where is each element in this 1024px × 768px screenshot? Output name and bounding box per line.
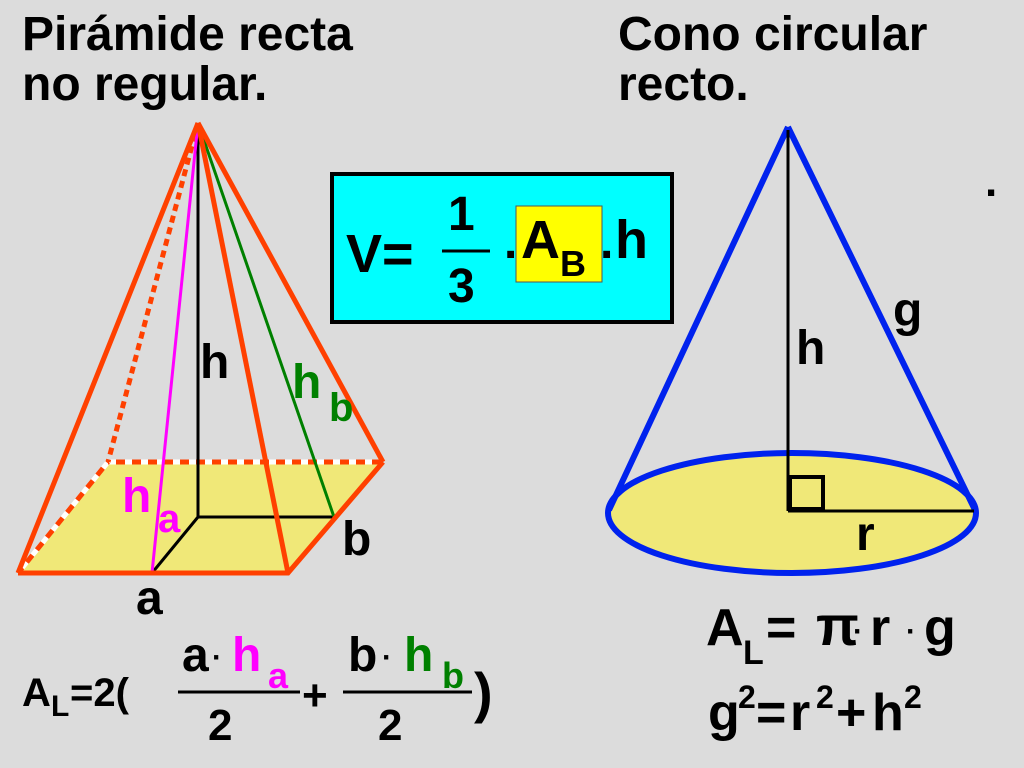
volume-lhs: V= <box>346 224 414 284</box>
pyramid-label-hb-sub: b <box>329 386 353 430</box>
cone-title-line1: Cono circular <box>618 8 928 61</box>
cone-formulas: A L = π · r · g g 2 = r 2 + h 2 <box>706 594 956 742</box>
fraction1-den: 2 <box>208 701 232 750</box>
fraction2-den: 2 <box>378 701 402 750</box>
volume-formula: V= 1 3 . A B . h <box>346 188 648 313</box>
cone-area-lhs: A <box>706 599 744 657</box>
volume-h: h <box>615 210 648 270</box>
cone-figure: h g r . <box>605 125 997 576</box>
fraction1-num-a: a <box>182 629 209 682</box>
cone-label-r: r <box>856 508 875 561</box>
fraction2-num-h: h <box>404 629 433 682</box>
cone-area-r: r <box>870 599 890 657</box>
pyramid-edge-front-right <box>195 122 291 574</box>
volume-dot1: . <box>504 216 517 269</box>
volume-formula-box: V= 1 3 . A B . h <box>330 172 674 324</box>
volume-dot2: . <box>600 216 613 269</box>
pyth-r-exp: 2 <box>816 679 834 715</box>
base-area-highlight <box>515 205 603 283</box>
pyramid-label-ha: h <box>122 470 151 523</box>
pyramid-apothem-b <box>196 122 336 518</box>
cone-area-sub: L <box>743 634 764 672</box>
fraction1-dot: · <box>212 641 222 674</box>
volume-area: A <box>521 210 560 270</box>
pyramid-edge-back-right <box>195 121 386 464</box>
pyth-eq: = <box>756 684 786 742</box>
pyramid-label-b: b <box>342 513 371 566</box>
pyramid-hidden-lateral-edge <box>105 122 201 463</box>
fraction2-dot: · <box>382 641 392 674</box>
fraction1-num-sub: a <box>268 655 289 696</box>
cone-label-dot: . <box>985 157 997 206</box>
pyth-h: h <box>872 684 904 742</box>
cone-title: Cono circular recto. <box>618 10 927 110</box>
volume-denominator: 3 <box>448 260 475 313</box>
pyramid-title-line1: Pirámide recta <box>22 8 353 61</box>
pyramid-label-ha-sub: a <box>158 497 181 541</box>
formula-plus: + <box>302 671 328 720</box>
formula-close-paren: ) <box>474 661 493 724</box>
volume-area-sub: B <box>560 243 586 284</box>
pyth-g-exp: 2 <box>738 679 756 715</box>
cone-area-g: g <box>924 599 956 657</box>
pyramid-area-formula: A L =2( a · h a 2 + b · h b 2 ) <box>22 629 493 750</box>
pyramid-inner-line-a <box>150 516 200 574</box>
cone-generatrix-right <box>785 125 978 512</box>
cone-base <box>605 450 979 576</box>
volume-numerator: 1 <box>448 188 475 241</box>
fraction2-num-sub: b <box>442 655 464 696</box>
pyth-g: g <box>708 684 740 742</box>
pyramid-figure: h h b h a b a <box>15 121 386 625</box>
cone-label-g: g <box>893 284 922 337</box>
pyramid-title-line2: no regular. <box>22 58 268 111</box>
pyramid-label-h: h <box>200 336 229 389</box>
pyramid-hidden-edge-left <box>16 460 110 575</box>
pyramid-edge-front-left <box>15 122 201 574</box>
cone-area-dot2: · <box>906 615 916 648</box>
pyth-plus: + <box>836 684 866 742</box>
cone-area-dot1: · <box>853 615 863 648</box>
pyramid-area-lhs-sub: L <box>51 690 69 723</box>
fraction2-num-b: b <box>348 629 377 682</box>
pyth-r: r <box>790 684 810 742</box>
pyramid-area-lhs: A <box>22 671 51 715</box>
cone-area-pi: π <box>816 594 859 657</box>
pyramid-label-a: a <box>136 572 163 625</box>
cone-title-line2: recto. <box>618 58 749 111</box>
pyth-h-exp: 2 <box>904 679 922 715</box>
cone-right-angle-mark <box>788 475 825 511</box>
fraction1-num-h: h <box>232 629 261 682</box>
cone-generatrix-left <box>606 125 791 512</box>
cone-area-eq: = <box>766 599 796 657</box>
pyramid-title: Pirámide recta no regular. <box>22 10 353 110</box>
pyramid-area-eq: =2( <box>70 671 130 715</box>
cone-label-h: h <box>796 322 825 375</box>
pyramid-label-hb: h <box>292 356 321 409</box>
pyramid-apothem-a <box>150 122 200 574</box>
